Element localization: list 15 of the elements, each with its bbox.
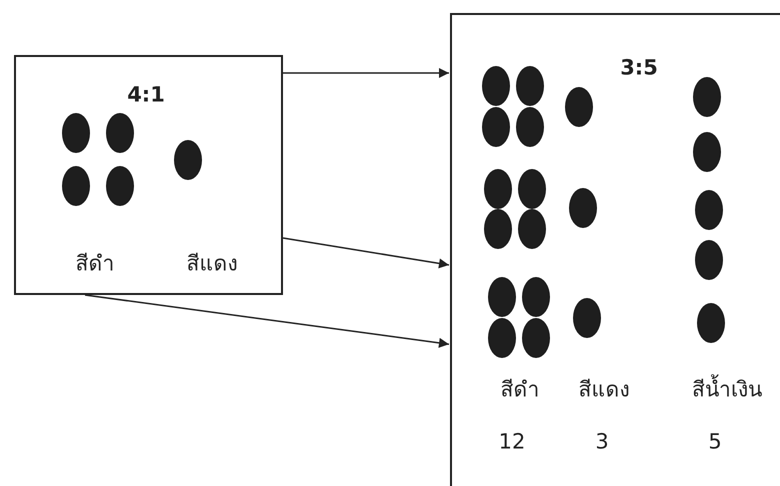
color-label: สีดำ <box>76 250 114 278</box>
count-label: 3 <box>595 428 609 456</box>
panel-box <box>450 13 780 486</box>
count-label: 12 <box>498 428 526 456</box>
color-label: สีดำ <box>500 376 540 404</box>
color-label: สีน้ำเงิน <box>692 376 762 404</box>
panel-box <box>14 55 283 295</box>
arrow <box>282 237 450 268</box>
arrow <box>283 68 449 78</box>
color-label: สีแดง <box>578 376 630 404</box>
ratio-label: 4:1 <box>127 81 165 108</box>
count-label: 5 <box>708 428 722 456</box>
color-label: สีแดง <box>186 250 238 278</box>
arrow <box>84 294 450 348</box>
ratio-label: 3:5 <box>620 54 658 82</box>
